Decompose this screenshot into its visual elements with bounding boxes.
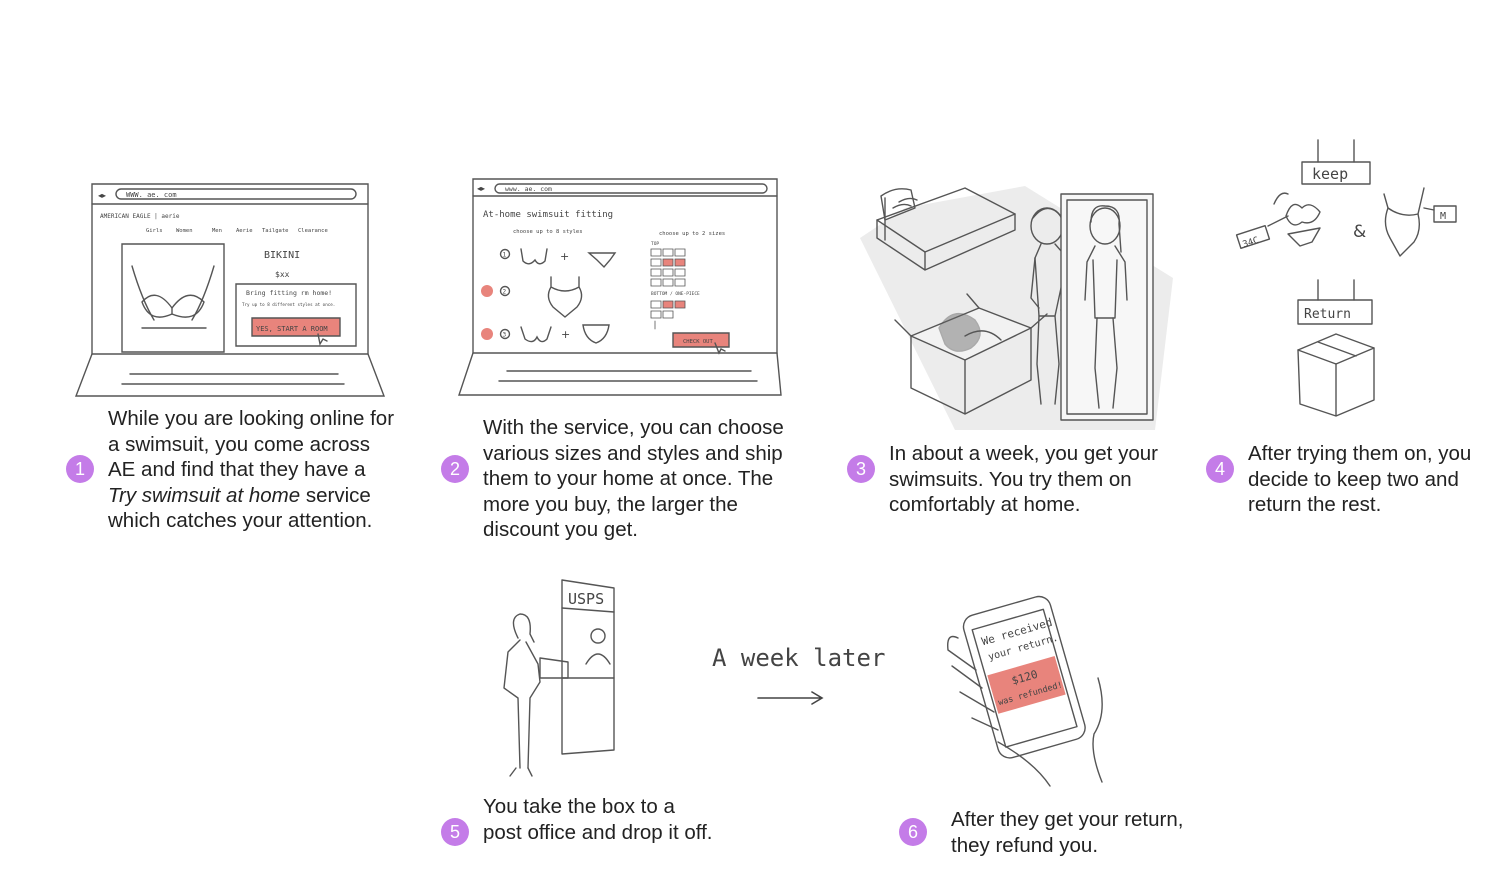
sizes-hint: choose up to 2 sizes: [659, 231, 725, 237]
product-name: BIKINI: [264, 250, 300, 261]
refund-highlight: [987, 656, 1066, 714]
svg-text:+: +: [560, 250, 569, 263]
step-2-number: 2: [441, 455, 469, 483]
site-nav-item[interactable]: Girls: [146, 228, 163, 234]
styles-hint: choose up to 8 styles: [513, 229, 583, 235]
cursor-icon: [318, 334, 327, 344]
step-6-number: 6: [899, 818, 927, 846]
size-tag: [1434, 206, 1456, 222]
bikini-bottom-icon: [1288, 228, 1320, 246]
usps-sign: USPS: [568, 590, 604, 608]
step-4-number: 4: [1206, 455, 1234, 483]
sketch-laptop-fitting-page: ◂▸ www. ae. com At-home swimsuit fitting…: [455, 175, 785, 400]
site-nav-item[interactable]: Tailgate: [262, 228, 289, 234]
top-size-grid[interactable]: [651, 249, 685, 286]
step-2-caption: With the service, you can choose various…: [483, 416, 784, 542]
svg-text:+: +: [561, 328, 570, 341]
step-1-text-end: service which catches your attention.: [108, 483, 373, 533]
site-nav-item[interactable]: Men: [212, 228, 222, 234]
row-number: 3: [503, 332, 507, 339]
start-room-button[interactable]: [252, 318, 340, 336]
sketch-post-office: USPS: [490, 578, 620, 788]
bikini-top-icon: [521, 327, 551, 342]
bottom-size-grid[interactable]: [651, 301, 685, 329]
hand-palm-sketch: [998, 678, 1102, 786]
one-piece-icon: [1384, 188, 1424, 256]
sketch-keep-and-return: keep 34C & M Return: [1228, 138, 1468, 423]
keep-sign: [1302, 162, 1370, 184]
step-1-caption: While you are looking online for a swims…: [108, 406, 398, 534]
sketch-trying-on-at-home: [860, 186, 1173, 430]
bottom-sizes-label: BOTTOM / ONE-PIECE: [651, 291, 700, 297]
one-piece-icon: [548, 277, 581, 317]
clerk-sketch: [591, 629, 605, 643]
arrow-right-icon: [758, 692, 822, 704]
week-later-label: A week later: [712, 644, 885, 672]
product-photo: [122, 244, 224, 352]
step-6-caption: After they get your return, they refund …: [951, 808, 1184, 857]
bikini-bottom-icon: [589, 253, 615, 267]
step-3-number: 3: [847, 455, 875, 483]
sketch-phone-refund: We received your return. $120 was refund…: [938, 592, 1120, 787]
site-nav-item[interactable]: Clearance: [298, 228, 328, 234]
browser-nav-arrows-icon: ◂▸: [98, 191, 106, 200]
bikini-bottom-icon: [583, 325, 609, 343]
phone-body: [961, 594, 1088, 761]
step-1-text: While you are looking online for a swims…: [108, 407, 395, 482]
address-bar: [495, 184, 767, 193]
row-number: 1: [503, 252, 507, 259]
bikini-top-icon: [1274, 193, 1320, 225]
step-4-caption: After trying them on, you decide to keep…: [1248, 442, 1472, 517]
row-number: 2: [503, 289, 507, 296]
browser-nav-arrows-icon: ◂▸: [477, 184, 485, 193]
laptop-screen: [473, 179, 777, 353]
promo-subtitle: Try up to 8 different styles at once.: [242, 302, 335, 307]
step-5-number: 5: [441, 818, 469, 846]
keep-label: keep: [1312, 165, 1348, 183]
ampersand: &: [1353, 222, 1366, 242]
start-room-button-label: YES, START A ROOM: [256, 325, 328, 333]
site-nav: Girls Women Men Aerie Tailgate Clearance: [146, 228, 328, 234]
person-dropping-box: [504, 614, 540, 776]
return-sign: [1298, 300, 1372, 324]
bed-sketch: [877, 188, 1015, 270]
post-office-counter: [562, 580, 614, 754]
laptop-screen: [92, 184, 368, 354]
phone-screen: [972, 609, 1077, 747]
address-bar-url: WWW. ae. com: [126, 191, 177, 199]
return-label: Return: [1304, 307, 1351, 322]
promo-title: Bring fitting rm home!: [246, 289, 332, 297]
brand-label: AMERICAN EAGLE | aerie: [100, 213, 180, 220]
cursor-icon: [715, 343, 725, 353]
step-1-number: 1: [66, 455, 94, 483]
bikini-top-icon: [521, 249, 547, 264]
fitting-title: At-home swimsuit fitting: [483, 210, 613, 220]
transition-label-svg: A week later: [712, 644, 885, 716]
promo-box: [236, 284, 356, 346]
hand-fingers-sketch: [948, 637, 998, 731]
step-1-italic-text: Try swimsuit at home: [108, 483, 301, 507]
package-icon: [540, 658, 568, 678]
product-price: $xx: [275, 270, 290, 279]
size-tag-label: 34C: [1242, 236, 1261, 251]
address-bar: [116, 189, 356, 199]
step-3-caption: In about a week, you get your swimsuits.…: [889, 442, 1158, 517]
site-nav-item[interactable]: Women: [176, 228, 193, 234]
site-nav-item[interactable]: Aerie: [236, 228, 253, 234]
mirror-sketch: [1061, 194, 1153, 420]
return-box-sketch: [1298, 334, 1374, 416]
sketch-laptop-product-page: ◂▸ WWW. ae. com AMERICAN EAGLE | aerie G…: [70, 178, 390, 403]
size-tag: [1237, 226, 1270, 249]
checkout-button-label: CHECK OUT: [683, 339, 713, 345]
size-tag-label: M: [1440, 211, 1446, 222]
top-sizes-label: TOP: [651, 241, 659, 247]
address-bar-url: www. ae. com: [505, 185, 552, 193]
open-box-sketch: [895, 294, 1047, 414]
step-5-caption: You take the box to a post office and dr…: [483, 795, 713, 844]
